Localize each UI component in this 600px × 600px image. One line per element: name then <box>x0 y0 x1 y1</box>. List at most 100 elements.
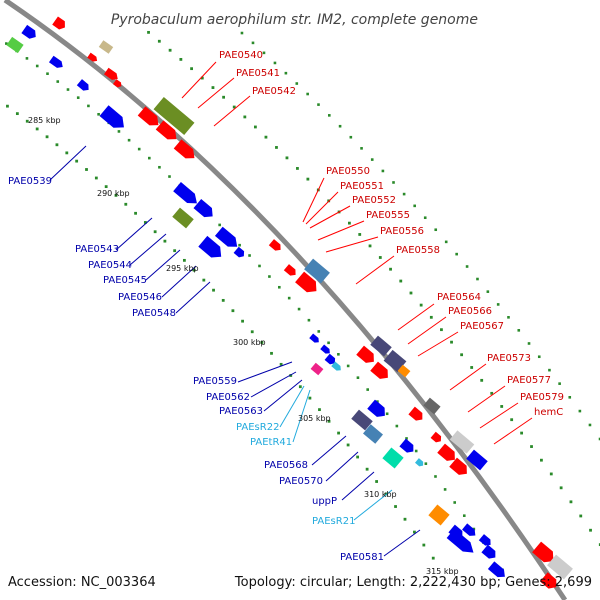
gc-skew-dot <box>35 64 39 68</box>
gc-skew-dot <box>366 388 369 391</box>
leader-line <box>479 402 519 429</box>
gene-label[interactable]: PAE0555 <box>366 210 410 221</box>
gc-skew-dot <box>212 288 215 292</box>
gc-skew-dot <box>413 530 416 534</box>
leader-line <box>407 316 447 345</box>
gc-skew-dot <box>76 96 80 99</box>
gene-label[interactable]: PAE0546 <box>118 292 162 303</box>
leader-line <box>175 281 211 314</box>
gene-block <box>370 335 392 357</box>
gc-skew-dot <box>327 419 331 423</box>
gene-label[interactable]: hemC <box>534 407 563 418</box>
gene-arrow <box>487 561 505 578</box>
gc-skew-dot <box>251 41 255 45</box>
gene-features <box>6 16 573 589</box>
gene-label[interactable]: PAE0540 <box>219 50 263 61</box>
gc-skew-dot <box>75 159 79 163</box>
gene-label[interactable]: PAE0579 <box>520 392 564 403</box>
gene-arrow <box>99 105 124 128</box>
gene-label[interactable]: PAE0541 <box>236 68 280 79</box>
gc-skew-dot <box>368 244 372 248</box>
gene-arrow <box>399 438 414 453</box>
gene-label[interactable]: PAE0568 <box>264 460 308 471</box>
gc-skew-dot <box>87 104 90 108</box>
leader-line <box>325 451 359 482</box>
gc-skew-dot <box>94 176 98 180</box>
gc-skew-dot <box>385 412 389 416</box>
gene-label[interactable]: PAE0548 <box>132 308 176 319</box>
gc-skew-dot <box>338 124 342 128</box>
gene-label[interactable]: PAE0577 <box>507 375 551 386</box>
gene-label[interactable]: PAE0543 <box>75 244 119 255</box>
gc-skew-dot <box>222 95 226 99</box>
gene-block <box>383 349 407 373</box>
gene-label[interactable]: PAE0539 <box>8 176 52 187</box>
gc-skew-dot <box>264 135 268 139</box>
gene-label[interactable]: PAE0559 <box>193 376 237 387</box>
gene-label[interactable]: PAE0566 <box>448 306 492 317</box>
gene-label[interactable]: PAE0563 <box>219 406 263 417</box>
gene-label[interactable]: PAEtR41 <box>250 437 292 448</box>
gene-arrow <box>173 139 195 159</box>
gene-arrow <box>52 16 65 30</box>
gene-block <box>547 554 573 580</box>
gene-block <box>153 97 195 135</box>
gc-skew-dot <box>137 147 141 151</box>
gc-skew-dot <box>419 303 423 307</box>
gc-skew-dot <box>378 256 382 259</box>
gene-arrow <box>87 52 98 62</box>
gc-skew-dot <box>337 431 340 435</box>
gc-skew-dot <box>527 342 531 345</box>
leader-line <box>49 145 87 181</box>
gc-skew-dot <box>218 223 221 227</box>
leader-line <box>213 95 251 127</box>
gene-label[interactable]: uppP <box>312 496 337 507</box>
gc-skew-dot <box>337 353 340 356</box>
gene-label[interactable]: PAEsR21 <box>312 516 355 527</box>
gc-skew-dot <box>317 103 320 106</box>
gc-skew-dot <box>179 57 183 61</box>
gene-label[interactable]: PAE0570 <box>279 476 323 487</box>
gene-arrow <box>370 361 388 379</box>
gene-block <box>382 447 404 469</box>
gene-arrow <box>478 534 491 546</box>
gene-label[interactable]: PAE0567 <box>460 321 504 332</box>
gene-label[interactable]: PAE0564 <box>437 292 481 303</box>
gc-skew-dot <box>157 39 161 43</box>
gene-label[interactable]: PAE0544 <box>88 260 132 271</box>
gene-label[interactable]: PAE0551 <box>340 181 384 192</box>
gene-arrow <box>113 79 122 88</box>
gene-label[interactable]: PAE0581 <box>340 552 384 563</box>
gc-skew-dot <box>66 88 70 91</box>
kbp-tick: 315 kbp <box>426 567 459 576</box>
gc-skew-track <box>5 30 600 572</box>
leader-line <box>305 191 339 225</box>
leader-line <box>237 361 293 383</box>
gc-skew-dot <box>297 307 301 311</box>
gc-skew-dot <box>250 330 254 334</box>
gc-skew-dot <box>104 185 108 189</box>
gc-skew-dot <box>5 42 8 45</box>
gene-label[interactable]: PAE0545 <box>103 275 147 286</box>
gene-label[interactable]: PAE0562 <box>206 392 250 403</box>
gc-skew-dot <box>549 472 553 476</box>
gc-skew-dot <box>358 233 362 236</box>
gc-skew-dot <box>453 501 457 504</box>
leader-line <box>353 489 393 521</box>
gene-label[interactable]: PAEsR22 <box>236 422 279 433</box>
gc-skew-dot <box>285 156 289 160</box>
gc-skew-dot <box>262 51 266 55</box>
gene-arrow <box>173 182 197 204</box>
gene-label[interactable]: PAE0556 <box>380 226 424 237</box>
gc-skew-dot <box>356 376 360 379</box>
gene-label[interactable]: PAE0550 <box>326 166 370 177</box>
gene-label[interactable]: PAE0573 <box>487 353 531 364</box>
gc-skew-dot <box>365 467 369 471</box>
gene-label[interactable]: PAE0542 <box>252 86 296 97</box>
gene-arrow <box>331 361 341 371</box>
gene-label[interactable]: PAE0552 <box>352 195 396 206</box>
gene-label[interactable]: PAE0558 <box>396 245 440 256</box>
leader-line <box>467 385 506 413</box>
gc-skew-dot <box>346 364 350 368</box>
